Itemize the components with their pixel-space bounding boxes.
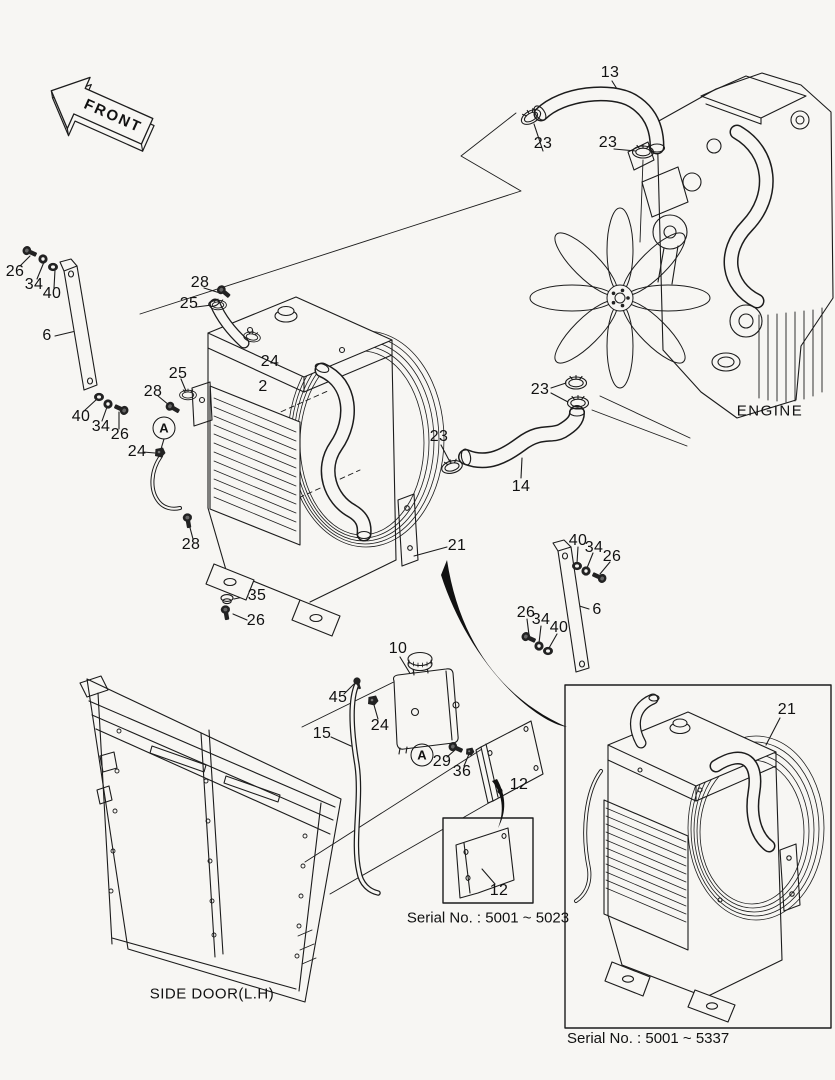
inset-small (442, 817, 534, 904)
cooling-fan (529, 207, 711, 389)
inset-large (564, 684, 832, 1029)
front-arrow (50, 76, 155, 152)
pointer-swoosh (441, 560, 567, 828)
reservoir-tank-group (349, 651, 544, 896)
radiator-assembly (150, 282, 445, 637)
lower-hose-14 (439, 374, 590, 477)
engine-illustration (529, 72, 834, 419)
side-door-frame (79, 675, 342, 1003)
upper-hose-13 (517, 86, 666, 159)
stay-rod-left (20, 244, 131, 417)
stay-rod-right (519, 539, 609, 673)
